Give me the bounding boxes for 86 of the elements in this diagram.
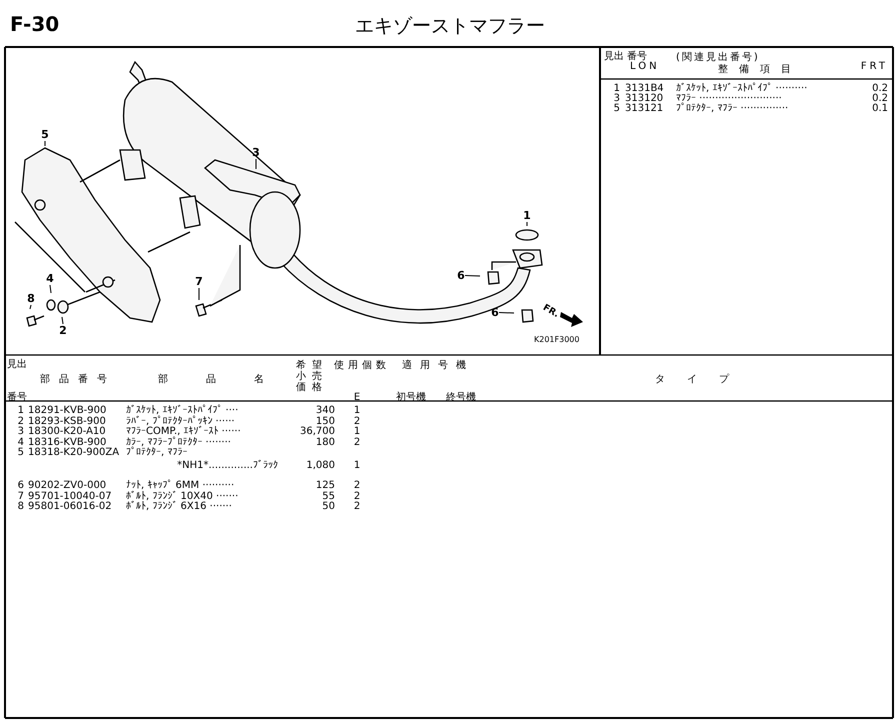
price: 50 (321, 501, 335, 512)
work-item: ｶﾞｽｹｯﾄ, ｴｷｿﾞｰｽﾄﾊﾟｲﾌﾟ ·········· (676, 83, 808, 94)
part-name: ｶﾗｰ, ﾏﾌﾗｰﾌﾟﾛﾃｸﾀｰ ········ (126, 436, 231, 448)
part-name: ﾎﾞﾙﾄ, ﾌﾗﾝｼﾞ 6X16 ······· (126, 501, 232, 512)
part-number: 18300-K20-A10 (28, 426, 106, 437)
lon-code: 313120 (625, 93, 664, 104)
quantity: 1 (352, 426, 362, 437)
leader-line (464, 275, 480, 276)
leader-line (198, 288, 200, 300)
part-number: 95801-06016-02 (28, 501, 112, 512)
item-number: 7 (16, 490, 24, 502)
column-header: タイプ (655, 374, 751, 385)
item-number: 4 (16, 436, 24, 448)
column-header: 部品番号 (40, 374, 116, 385)
part-number: 18316-KVB-900 (28, 436, 106, 448)
column-header: 見出 (7, 359, 27, 370)
callout-number: 8 (27, 292, 35, 305)
column-header: 適用号機 (402, 360, 474, 371)
callout-number: 2 (59, 324, 67, 337)
item-number: 6 (16, 480, 24, 491)
callout-number: 3 (252, 146, 260, 159)
column-header: 番号 (7, 392, 27, 403)
callout-number: 6 (457, 269, 465, 282)
work-item: ﾏﾌﾗｰ ·························· (676, 93, 782, 104)
part-number: 18293-KSB-900 (28, 416, 106, 426)
price: 1,080 (305, 460, 335, 471)
quantity: 2 (352, 436, 362, 448)
item-number: 8 (16, 501, 24, 512)
column-header: (関連見出番号) (676, 52, 760, 63)
frt-value: 0.2 (871, 93, 888, 104)
item-number: 1 (612, 83, 620, 94)
part-number: 18291-KVB-900 (28, 405, 106, 416)
callout-number: 4 (46, 272, 54, 285)
price: 55 (321, 490, 335, 502)
part-name: ﾏﾌﾗｰCOMP., ｴｷｿﾞｰｽﾄ ······ (126, 426, 241, 437)
callout-number: 7 (195, 275, 203, 288)
lon-code: 3131B4 (625, 83, 664, 94)
callout-number: 1 (523, 209, 531, 222)
quantity: 1 (352, 460, 362, 471)
price: 36,700 (299, 426, 335, 437)
part-number: 90202-ZV0-000 (28, 480, 106, 491)
price: 340 (314, 405, 335, 416)
quantity: 2 (352, 501, 362, 512)
column-header: 見出 番号 (604, 52, 648, 62)
part-number: 95701-10040-07 (28, 490, 112, 502)
item-number: 3 (612, 93, 620, 104)
part-name: ﾎﾞﾙﾄ, ﾌﾗﾝｼﾞ 10X40 ······· (126, 490, 238, 502)
lon-code: 313121 (625, 103, 664, 114)
price: 125 (314, 480, 335, 491)
leader-line (498, 312, 514, 314)
leader-line (44, 140, 46, 146)
item-number: 3 (16, 426, 24, 437)
part-name: *NH1*..............ﾌﾞﾗｯｸ (176, 460, 278, 471)
item-number: 5 (16, 447, 24, 458)
leader-line (50, 284, 52, 294)
quantity: 2 (352, 490, 362, 502)
page-title: エキゾーストマフラー (354, 14, 546, 38)
quantity: 1 (352, 405, 362, 416)
leader-line (526, 222, 528, 226)
price: 150 (314, 416, 335, 426)
page-number: F-30 (10, 12, 60, 36)
part-name: ｶﾞｽｹｯﾄ, ｴｷｿﾞｰｽﾄﾊﾟｲﾌﾟ ···· (126, 405, 238, 416)
part-name: ﾅｯﾄ, ｷｬｯﾌﾟ 6MM ·········· (126, 480, 234, 491)
figure-code: K201F3000 (534, 334, 580, 345)
part-name: ﾗﾊﾞｰ, ﾌﾟﾛﾃｸﾀｰﾊﾟｯｷﾝ ······ (126, 416, 235, 426)
column-header: FRT (860, 61, 888, 72)
work-item: ﾌﾟﾛﾃｸﾀｰ, ﾏﾌﾗｰ ··············· (676, 103, 788, 114)
column-header: 終号機 (446, 392, 476, 403)
column-header: LON (630, 61, 660, 72)
part-number: 18318-K20-900ZA (28, 447, 120, 458)
quantity: 2 (352, 416, 362, 426)
column-header: 整備項目 (718, 64, 802, 75)
frt-value: 0.1 (871, 103, 888, 114)
price: 180 (314, 436, 335, 448)
part-name: ﾌﾟﾛﾃｸﾀｰ, ﾏﾌﾗｰ (126, 447, 188, 458)
leader-line (30, 304, 32, 310)
direction-label: FR. (540, 303, 560, 321)
column-header: 使用個数 (334, 360, 390, 371)
callout-number: 5 (41, 128, 49, 141)
quantity: 2 (352, 480, 362, 491)
column-header: E (352, 392, 362, 403)
frt-value: 0.2 (871, 83, 888, 94)
leader-line (62, 316, 64, 324)
item-number: 2 (16, 416, 24, 426)
item-number: 5 (612, 103, 620, 114)
item-number: 1 (16, 405, 24, 416)
